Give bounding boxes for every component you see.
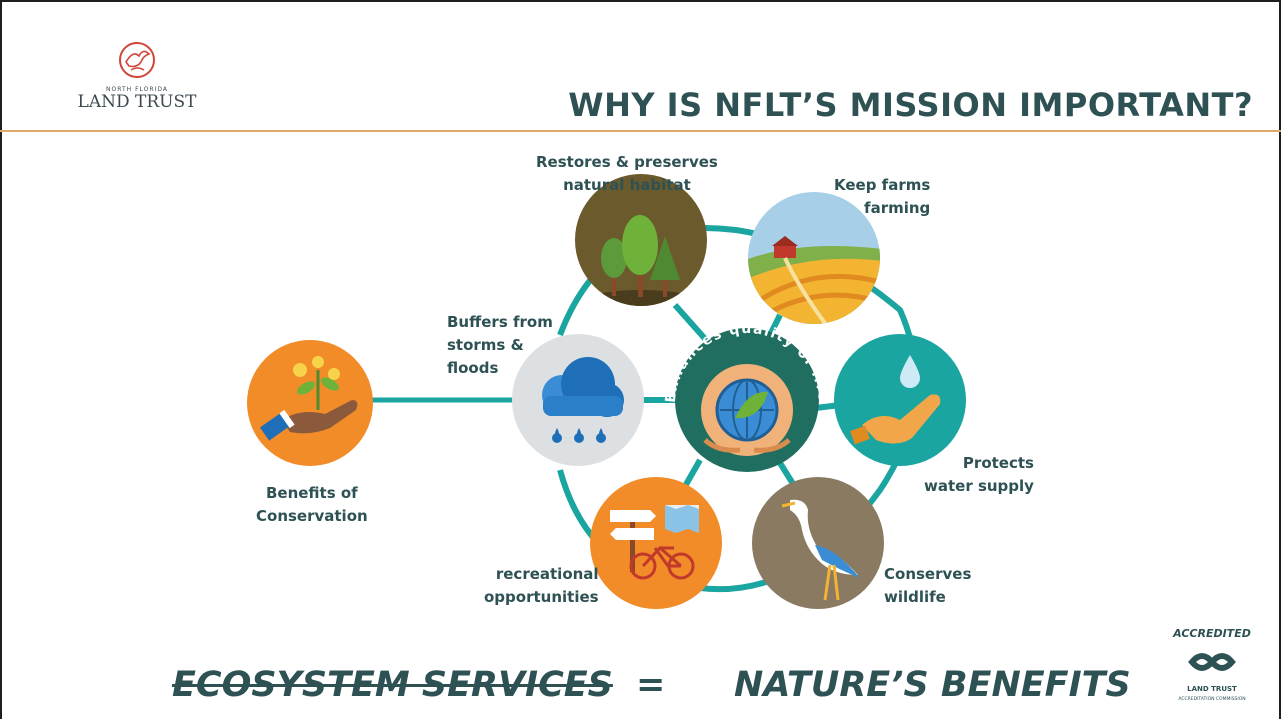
center-hands-globe-icon: Enhances quality of life bbox=[663, 321, 830, 472]
infinity-icon bbox=[1188, 653, 1236, 671]
label-wildlife-line2: wildlife bbox=[884, 588, 946, 606]
label-recreation: recreational opportunities bbox=[484, 563, 599, 609]
label-water-line1: Protects bbox=[962, 454, 1034, 472]
bird-seal-icon bbox=[119, 42, 155, 78]
label-farms: Keep farms farming bbox=[834, 174, 930, 220]
label-storms-line1: Buffers from bbox=[447, 313, 553, 331]
logo-title: LAND TRUST bbox=[77, 92, 197, 112]
label-recreation-line2: opportunities bbox=[484, 588, 599, 606]
label-farms-line2: farming bbox=[864, 199, 931, 217]
badge-bottom-text: LAND TRUST bbox=[1187, 685, 1237, 693]
label-storms-line2: storms & bbox=[447, 336, 524, 354]
nflt-logo: NORTH FLORIDA LAND TRUST bbox=[72, 40, 202, 111]
water-hand-icon bbox=[834, 334, 966, 466]
label-habitat-line1: Restores & preserves bbox=[536, 153, 718, 171]
wildlife-heron-icon bbox=[752, 477, 884, 609]
recreation-bike-icon bbox=[590, 477, 722, 609]
label-habitat: Restores & preserves natural habitat bbox=[536, 151, 718, 197]
label-benefits-line2: Conservation bbox=[256, 507, 368, 525]
ecosystem-services-text: ECOSYSTEM SERVICES bbox=[172, 665, 613, 705]
page-title: WHY IS NFLT’S MISSION IMPORTANT? bbox=[568, 86, 1253, 124]
label-benefits-line1: Benefits of bbox=[265, 484, 358, 502]
badge-top-text: ACCREDITED bbox=[1172, 627, 1251, 640]
label-storms: Buffers from storms & floods bbox=[447, 311, 553, 380]
label-farms-line1: Keep farms bbox=[834, 176, 931, 194]
natures-benefits-text: NATURE’S BENEFITS bbox=[734, 665, 1131, 705]
storm-cloud-icon bbox=[512, 334, 644, 466]
logo-subtitle: NORTH FLORIDA bbox=[106, 86, 168, 93]
label-habitat-line2: natural habitat bbox=[563, 176, 691, 194]
label-wildlife: Conserves wildlife bbox=[884, 563, 971, 609]
habitat-trees-icon bbox=[575, 174, 707, 306]
label-water-line2: water supply bbox=[924, 477, 1034, 495]
label-recreation-line1: recreational bbox=[495, 565, 599, 583]
label-benefits: Benefits of Conservation bbox=[256, 482, 368, 528]
title-divider bbox=[0, 130, 1281, 132]
conservation-hand-plant-icon bbox=[247, 340, 373, 466]
badge-commission-text: ACCREDITATION COMMISSION bbox=[1178, 696, 1245, 702]
label-water: Protects water supply bbox=[924, 452, 1034, 498]
label-wildlife-line1: Conserves bbox=[884, 565, 972, 583]
accredited-badge: ACCREDITED LAND TRUST ACCREDITATION COMM… bbox=[1168, 618, 1256, 706]
label-storms-line3: floods bbox=[447, 359, 499, 377]
equals-sign: = bbox=[636, 665, 666, 705]
